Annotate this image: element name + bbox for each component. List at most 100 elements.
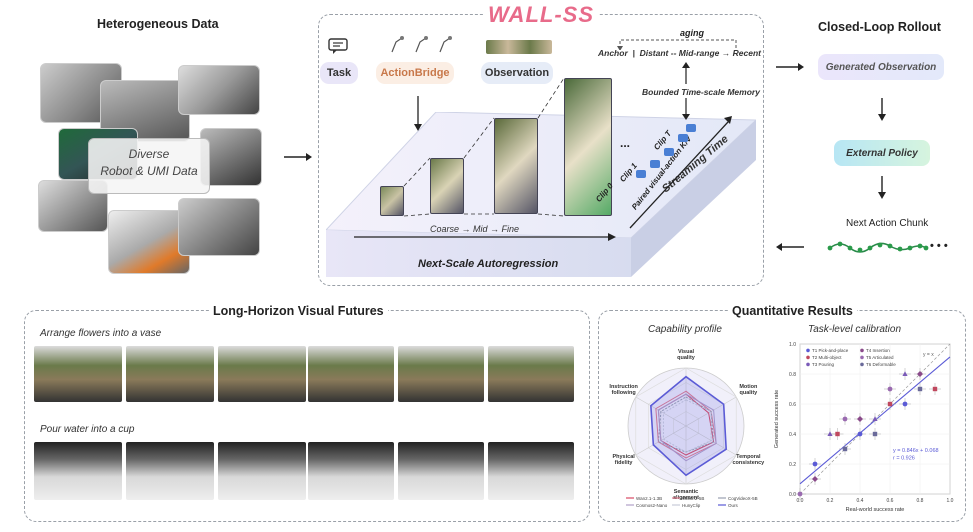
scatter-point (887, 401, 893, 407)
future-frame (398, 346, 484, 402)
radar-title: Capability profile (648, 324, 722, 335)
streaming-arrow (629, 116, 732, 229)
y-tick-label: 0.0 (789, 492, 796, 498)
scatter-title: Task-level calibration (808, 324, 902, 335)
y-tick-label: 1.0 (789, 342, 796, 348)
scatter-point (812, 476, 818, 482)
scatter-point (797, 491, 803, 497)
rollout-arrow-1 (878, 98, 886, 121)
scatter-legend-label: T3 Pouring (812, 362, 835, 367)
frame-mid1 (430, 158, 464, 214)
scatter-point (887, 386, 893, 392)
hetero-overlay: Diverse Robot & UMI Data (88, 138, 210, 194)
x-tick-label: 0.8 (917, 498, 924, 504)
frame-mid2 (494, 118, 538, 214)
scatter-legend-marker (806, 348, 810, 353)
observation-chip: Observation (481, 62, 553, 84)
next-action-label: Next Action Chunk (846, 218, 929, 229)
fit-correlation: r = 0.926 (893, 456, 915, 462)
radar-legend-label: HunyClip (682, 503, 701, 508)
future-frame (218, 442, 306, 500)
radar-legend-label: Wan2.1-1.3B (636, 496, 662, 501)
kv-blocks (636, 124, 696, 178)
scatter-point (857, 416, 863, 422)
clip-dots: ... (620, 136, 631, 150)
radar-legend-label: Ours (728, 503, 739, 508)
radar-series (662, 399, 712, 453)
memory-label: Bounded Time-scale Memory (642, 87, 760, 97)
x-tick-label: 0.6 (887, 498, 894, 504)
y-axis-label: Generated success rate (774, 390, 780, 448)
frame-coarse (380, 186, 404, 216)
memory-up-arrow (682, 62, 690, 84)
radar-series (657, 393, 717, 462)
hetero-overlay-line1: Diverse (128, 147, 170, 161)
future-frame (126, 442, 214, 500)
radar-legend-label: Cosmos2-Nano (636, 503, 668, 508)
x-tick-label: 0.4 (857, 498, 864, 504)
distant-label: Distant (639, 48, 669, 58)
actionbridge-chip: ActionBridge (376, 62, 454, 84)
x-axis-label: Real-world success rate (846, 507, 905, 513)
hetero-overlay-line2: Robot & UMI Data (100, 164, 198, 178)
future-frame (34, 442, 122, 500)
y-tick-label: 0.8 (789, 372, 796, 378)
scatter-legend-marker (806, 362, 810, 367)
x-tick-label: 0.0 (797, 498, 804, 504)
observation-thumbnails (486, 40, 552, 54)
scatter-legend-label: T5 Articulated (866, 355, 894, 360)
visual-futures-title: Long-Horizon Visual Futures (209, 304, 388, 318)
future-frame (218, 346, 306, 402)
future-frame (126, 346, 214, 402)
scatter-point (872, 431, 878, 437)
scatter-legend-label: T1 Pick-and-place (812, 348, 849, 353)
robot-photo (178, 198, 260, 256)
scatter-legend-label: T6 Deformable (866, 362, 896, 367)
hetero-title: Heterogeneous Data (97, 17, 219, 31)
recent-label: Recent (732, 48, 761, 58)
future-frame (308, 346, 394, 402)
future-frame (488, 442, 574, 500)
action-chunk-curve (827, 241, 929, 253)
scatter-point (827, 431, 833, 436)
scatter-legend-marker (860, 348, 864, 353)
row1-label: Arrange flowers into a vase (40, 328, 162, 339)
scatter-point (902, 371, 908, 376)
task-chip: Task (320, 62, 358, 84)
scatter-legend-label: T4 Insertion (866, 348, 890, 353)
scatter-point (835, 431, 840, 437)
radar-series (650, 375, 728, 477)
y-tick-label: 0.4 (789, 432, 796, 438)
x-tick-label: 1.0 (947, 498, 954, 504)
scatter-legend-marker (860, 355, 864, 360)
aging-arrow (617, 39, 737, 50)
scatter-point (902, 401, 908, 407)
robot-photo (178, 65, 260, 115)
radar-legend-label: CogVideoX-5B (728, 496, 758, 501)
frame-connectors (403, 77, 565, 217)
arrow-back-to-center (776, 243, 804, 251)
future-frame (488, 346, 574, 402)
future-frame (308, 442, 394, 500)
scatter-point (917, 386, 923, 392)
y-tick-label: 0.6 (789, 402, 796, 408)
scatter-point (842, 416, 848, 422)
scatter-legend-marker (860, 362, 864, 367)
frame-fine (564, 78, 612, 216)
action-chunk-dots: • • • (930, 240, 948, 252)
external-policy-pill: External Policy (834, 140, 930, 166)
anchor-label: Anchor (598, 48, 628, 58)
robot-photo (108, 210, 190, 274)
rollout-arrow-2 (878, 176, 886, 199)
memory-scale: Anchor | Distant -- Mid-range → Recent (598, 48, 761, 58)
row2-label: Pour water into a cup (40, 424, 135, 435)
fit-equation: y = 0.846x + 0.068 (893, 448, 939, 454)
identity-label: y = x (923, 352, 934, 358)
